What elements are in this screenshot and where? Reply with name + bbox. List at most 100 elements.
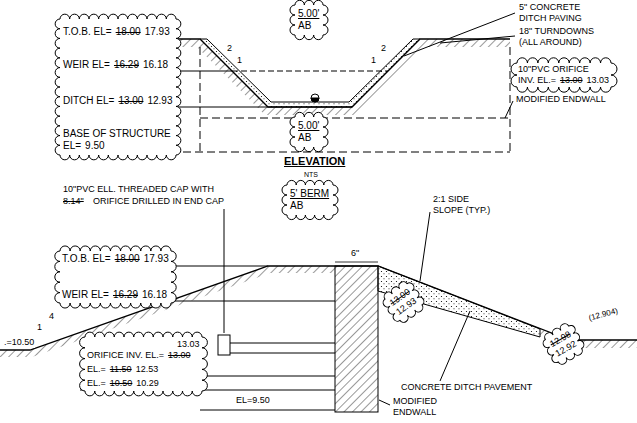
elevation-text: 16.18: [143, 59, 168, 71]
cloud-outline: [511, 58, 617, 92]
elevation-text: WEIR EL=: [63, 59, 110, 71]
revision-cloud: T.O.B. EL= 18.00 17.93WEIR EL= 16.29 16.18: [55, 246, 176, 308]
text-line: WEIR EL= 16.29 16.18: [62, 289, 167, 301]
text-line: EL=9.50: [63, 140, 105, 152]
note-label: (12.904): [587, 306, 620, 324]
elevation-text: 12.53: [136, 364, 159, 375]
cloud-outline: [379, 277, 428, 326]
note-label: 1: [36, 322, 43, 333]
note-label: 10"PVC ELL. THREADED CAP WITH: [62, 184, 215, 195]
elevation-text: 13.00: [560, 75, 583, 86]
elevation-text: EL.=: [87, 364, 106, 375]
elevation-text: EL.=: [87, 378, 106, 389]
elevation-text: 16.18: [142, 289, 167, 301]
note-label: 5" CONCRETE DITCH PAVING: [518, 2, 600, 24]
elevation-text: 16.29: [114, 59, 139, 71]
elevation-text: T.O.B. EL=: [63, 26, 112, 38]
drawing-stroke: [440, 36, 515, 43]
elevation-text: BASE OF STRUCTURE: [63, 128, 171, 140]
elevation-text: 13.00: [168, 350, 191, 361]
cloud-outline: [539, 320, 587, 368]
text-line: 5.00': [298, 8, 319, 20]
drawing-stroke: [378, 266, 540, 337]
text-line: AB: [298, 132, 311, 144]
note-label: CONCRETE DITCH PAVEMENT: [400, 382, 533, 393]
cloud-outline: [290, 0, 328, 39]
drawing-stroke: [335, 266, 378, 412]
revision-cloud: 5.00'AB: [290, 112, 328, 152]
note-label: 4: [48, 311, 55, 322]
drawing-stroke: [218, 335, 230, 355]
elevation-text: AB: [298, 132, 311, 144]
elevation-text: 10"PVC ORIFICE: [518, 64, 589, 75]
drawing-stroke: [505, 101, 513, 118]
drawing-stroke: [230, 353, 335, 354]
cloud-outline: [282, 180, 338, 219]
elevation-text: 10.50: [110, 378, 133, 389]
drawing-stroke: [200, 39, 420, 107]
note-label: .=10.50: [3, 337, 35, 348]
elevation-text: 12.93: [147, 95, 172, 107]
drawing-stroke: [311, 94, 319, 102]
text-line: EL.= 11.50 12.53: [87, 364, 158, 375]
text-line: WEIR EL= 16.29 16.18: [63, 59, 168, 71]
revision-cloud: 12.9812.92: [538, 319, 588, 369]
revision-cloud: 5' BERMAB: [282, 180, 338, 220]
drawing-stroke: [311, 98, 319, 102]
text-line: T.O.B. EL= 18.00 17.93: [63, 26, 170, 38]
drawing-stroke: [232, 71, 388, 72]
note-label: 18" TURNDOWNS (ALL AROUND): [518, 26, 600, 48]
drawing-stroke: [440, 311, 470, 381]
elevation-text: 18.00: [116, 26, 141, 38]
elevation-text: 5.00': [298, 120, 319, 132]
note-label: 2: [380, 43, 387, 54]
note-label: EL=9.50: [235, 395, 271, 406]
drawing-stroke: [420, 212, 430, 281]
note-label: MODIFIED ENDWALL: [392, 396, 454, 418]
note-label: NTS: [303, 170, 319, 179]
drawing-stroke: [224, 209, 225, 333]
elevation-text: INV. EL.=: [518, 75, 556, 86]
text-line: EL.= 10.5010.29: [87, 378, 159, 389]
text-line: AB: [290, 200, 303, 212]
text-line: 5' BERM: [290, 188, 329, 200]
drawing-stroke: [510, 47, 511, 152]
text-line: 10"PVC ORIFICE: [518, 64, 589, 75]
elevation-text: 5.00': [298, 8, 319, 20]
elevation-text: 18.00: [115, 253, 140, 265]
drawing-stroke: [200, 118, 510, 119]
drawing-stroke: [200, 410, 335, 411]
elevation-text: ORIFICE INV. EL.=: [87, 350, 164, 361]
elevation-text: T.O.B. EL=: [62, 253, 111, 265]
cloud-outline: [55, 14, 181, 160]
drawing-stroke: [404, 13, 515, 56]
revision-cloud: 5.00'AB: [290, 0, 328, 40]
text-line: ORIFICE INV. EL.= 13.00: [87, 350, 190, 361]
text-line: 5.00': [298, 120, 319, 132]
elevation-text: 10.29: [136, 378, 159, 389]
note-label: 2: [226, 43, 233, 54]
elevation-text: 17.93: [144, 253, 169, 265]
drawing-stroke: [0, 13, 637, 412]
elevation-text: 13.03: [177, 339, 200, 350]
elevation-text: 5' BERM: [290, 188, 329, 200]
elevation-text: AB: [290, 200, 303, 212]
note-label: ORIFICE DRILLED IN END CAP: [92, 196, 225, 207]
elevation-text: WEIR EL=: [62, 289, 109, 301]
text-line: 13.03: [177, 339, 200, 350]
drawing-stroke: [230, 343, 335, 344]
text-line: INV. EL.=13.0013.03: [518, 75, 609, 86]
cloud-outline: [55, 246, 176, 308]
note-label: ELEVATION: [283, 155, 346, 168]
drawing-stroke: [379, 400, 390, 405]
elevation-text: 11.50: [110, 364, 132, 375]
elevation-text: 16.29: [113, 289, 138, 301]
note-label: 6": [350, 248, 360, 259]
elevation-text: AB: [298, 20, 311, 32]
drawing-stroke: [335, 262, 378, 263]
note-label: MODIFIED ENDWALL: [515, 94, 607, 105]
revision-cloud: 13.03ORIFICE INV. EL.= 13.00EL.= 11.50 12.5…: [80, 332, 207, 396]
revision-cloud: 10"PVC ORIFICEINV. EL.=13.0013.03: [512, 58, 616, 92]
elevation-text: 17.93: [145, 26, 170, 38]
elevation-text: EL=: [63, 140, 81, 152]
